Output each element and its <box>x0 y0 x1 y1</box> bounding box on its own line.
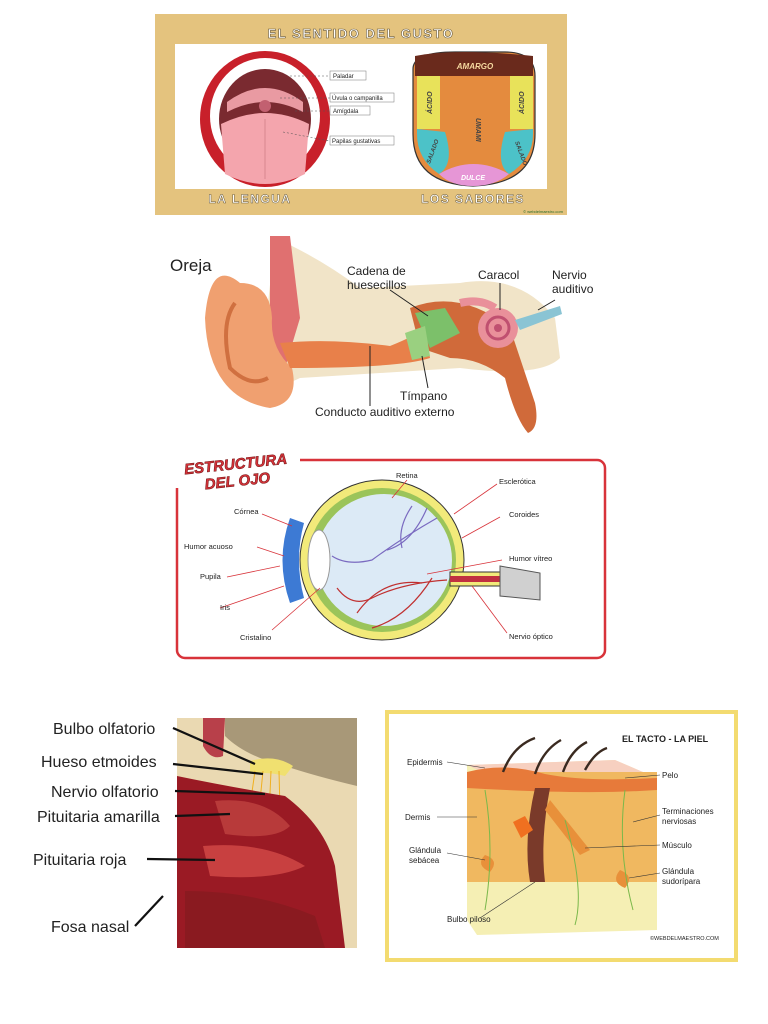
skin-label-nerve-endings-line2: nerviosas <box>662 817 696 826</box>
flavor-map <box>412 51 536 187</box>
taste-label-uvula: Úvula o campanilla <box>332 95 383 102</box>
skin-label-epidermis: Epidermis <box>407 758 443 767</box>
eye-illustration <box>282 479 541 641</box>
skin-label-sebaceous-line2: sebácea <box>409 856 440 865</box>
eye-label-sclera: Esclerótica <box>499 477 537 486</box>
eye-label-optic-nerve: Nervio óptico <box>509 632 553 641</box>
skin-title: EL TACTO - LA PIEL <box>622 734 709 744</box>
ear-label-ossicles-line1: Cadena de <box>347 264 406 278</box>
ear-label-ossicles: Cadena de huesecillos <box>347 264 409 292</box>
eye-label-choroid: Coroides <box>509 510 539 519</box>
nasal-cavity <box>185 891 325 948</box>
nose-label-bulb: Bulbo olfatorio <box>53 721 155 738</box>
skin-label-sweat-line1: Glándula <box>662 867 695 876</box>
skin-watermark: ©WEBDELMAESTRO.COM <box>650 935 719 942</box>
nose-label-fossa: Fosa nasal <box>51 919 129 936</box>
taste-footer-tongue: LA LENGUA <box>208 192 291 206</box>
ear-illustration <box>205 236 562 433</box>
sebaceous-gland <box>513 816 533 838</box>
flavor-sweet: DULCE <box>461 175 485 182</box>
flavor-umami: UMAMI <box>474 118 481 143</box>
optic-nerve <box>499 565 541 601</box>
taste-label-papillae: Papilas gustativas <box>332 139 380 145</box>
eye-label-cornea: Córnea <box>234 507 259 516</box>
flavor-sour-left: ÁCIDO <box>425 91 434 115</box>
ear-label-canal: Conducto auditivo externo <box>315 405 455 419</box>
ear-label-nerve: Nervio auditivo <box>552 268 594 296</box>
taste-label-tonsil: Amígdala <box>333 109 359 115</box>
taste-footer-flavors: LOS SABORES <box>421 192 525 206</box>
eye-label-iris: Iris <box>220 603 230 612</box>
skin-label-muscle: Músculo <box>662 841 692 850</box>
flavor-sour-right: ÁCIDO <box>517 91 526 115</box>
skin-label-nerve-endings: Terminaciones nerviosas <box>662 807 716 826</box>
nose-label-ethmoid: Hueso etmoides <box>41 754 157 771</box>
taste-panel: EL SENTIDO DEL GUSTO Paladar Úvula o cam… <box>155 14 567 215</box>
nose-label-red: Pituitaria roja <box>33 852 126 869</box>
skin-label-hair: Pelo <box>662 771 679 780</box>
skin-label-sebaceous-line1: Glándula <box>409 846 442 855</box>
ear-label-nerve-line1: Nervio <box>552 268 587 282</box>
eye-label-vitreous: Humor vítreo <box>509 554 552 563</box>
ear-label-ossicles-line2: huesecillos <box>347 278 406 292</box>
ear-label-cochlea: Caracol <box>478 268 519 282</box>
skin-label-sweat-line2: sudorípara <box>662 877 701 886</box>
skin-panel: EL TACTO - LA PIEL Epidermi <box>385 710 738 962</box>
auditory-nerve <box>515 306 562 330</box>
flavor-bitter: AMARGO <box>456 62 494 71</box>
nose-panel: Bulbo olfatorio Hueso etmoides Nervio ol… <box>33 718 357 948</box>
eye-label-pupil: Pupila <box>200 572 222 581</box>
olfactory-bulb <box>250 758 293 776</box>
mouth-illustration <box>200 51 330 187</box>
skin-illustration <box>467 736 657 935</box>
skin-label-dermis: Dermis <box>405 813 430 822</box>
red-pituitary <box>203 845 305 878</box>
eardrum <box>405 326 430 360</box>
nose-label-yellow: Pituitaria amarilla <box>37 809 160 826</box>
hair-follicle <box>527 788 550 882</box>
skin-label-sebaceous: Glándula sebácea <box>409 846 443 865</box>
skin-label-sweat: Glándula sudorípara <box>662 867 701 886</box>
eye-label-aqueous: Humor acuoso <box>184 542 233 551</box>
ear-label-nerve-line2: auditivo <box>552 282 594 296</box>
ear-panel: Oreja Cadena de huesecillos Caracol Nerv… <box>170 236 594 433</box>
skin-label-nerve-endings-line1: Terminaciones <box>662 807 714 816</box>
lens <box>307 529 331 591</box>
eye-label-retina: Retina <box>396 471 419 480</box>
ear-title: Oreja <box>170 256 212 275</box>
yellow-pituitary <box>215 800 290 837</box>
eye-panel: ESTRUCTURA DEL OJO Cór <box>174 448 607 660</box>
ear-label-eardrum: Tímpano <box>400 389 448 403</box>
taste-label-palate: Paladar <box>333 74 354 80</box>
taste-watermark: © webdelmaestro.com <box>523 209 564 214</box>
skin-label-bulb: Bulbo piloso <box>447 915 491 924</box>
taste-title: EL SENTIDO DEL GUSTO <box>268 26 455 41</box>
eye-label-lens: Cristalino <box>240 633 271 642</box>
nose-label-nerve: Nervio olfatorio <box>51 784 159 801</box>
cornea-iris <box>282 518 304 603</box>
nose-illustration <box>177 718 357 948</box>
